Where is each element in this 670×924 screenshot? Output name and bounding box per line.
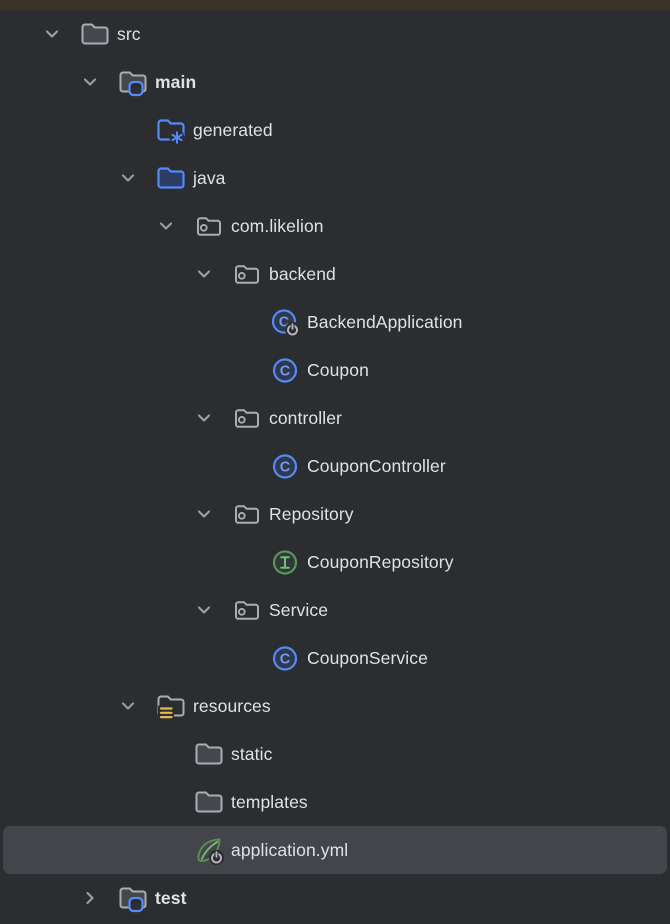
class-icon: C — [270, 355, 300, 385]
tree-item-test[interactable]: test — [3, 874, 667, 922]
tree-item-backend[interactable]: backend — [3, 250, 667, 298]
tree-item-label: CouponRepository — [307, 551, 454, 572]
tree-item-src[interactable]: src — [3, 10, 667, 58]
class-icon: C — [270, 643, 300, 673]
package-icon — [232, 499, 262, 529]
chevron-right-icon[interactable] — [80, 886, 118, 910]
chevron-spacer — [156, 742, 194, 766]
tree-item-service[interactable]: Service — [3, 586, 667, 634]
svg-text:C: C — [280, 652, 291, 668]
chevron-spacer — [232, 310, 270, 334]
tree-item-generated[interactable]: generated — [3, 106, 667, 154]
tree-item-label: com.likelion — [231, 215, 324, 236]
folder-icon — [194, 739, 224, 769]
tree-item-main[interactable]: main — [3, 58, 667, 106]
tree-item-label: test — [155, 887, 187, 908]
tree-item-com-likelion[interactable]: com.likelion — [3, 202, 667, 250]
chevron-down-icon[interactable] — [194, 502, 232, 526]
tree-item-coupon[interactable]: C Coupon — [3, 346, 667, 394]
tree-item-label: Service — [269, 599, 329, 620]
tree-item-label: Coupon — [307, 359, 369, 380]
chevron-down-icon[interactable] — [156, 214, 194, 238]
chevron-down-icon[interactable] — [194, 406, 232, 430]
interface-icon — [270, 547, 300, 577]
tree-item-controller[interactable]: controller — [3, 394, 667, 442]
chevron-spacer — [232, 646, 270, 670]
tree-item-couponservice[interactable]: C CouponService — [3, 634, 667, 682]
chevron-down-icon[interactable] — [42, 22, 80, 46]
package-icon — [194, 211, 224, 241]
generated-folder-icon — [156, 115, 186, 145]
tree-item-static[interactable]: static — [3, 730, 667, 778]
chevron-down-icon[interactable] — [118, 166, 156, 190]
spring-config-icon — [194, 835, 224, 865]
tree-item-label: Repository — [269, 503, 354, 524]
svg-text:C: C — [279, 315, 290, 331]
folder-icon — [80, 19, 110, 49]
class-run-icon: C — [270, 307, 300, 337]
chevron-spacer — [156, 838, 194, 862]
tree-item-label: application.yml — [231, 839, 349, 860]
tree-item-label: backend — [269, 263, 336, 284]
tree-item-label: templates — [231, 791, 308, 812]
chevron-spacer — [232, 358, 270, 382]
chevron-down-icon[interactable] — [118, 694, 156, 718]
chevron-down-icon[interactable] — [194, 598, 232, 622]
tree-item-label: controller — [269, 407, 342, 428]
tree-item-repository[interactable]: Repository — [3, 490, 667, 538]
chevron-spacer — [156, 790, 194, 814]
tree-item-label: CouponController — [307, 455, 446, 476]
chevron-down-icon[interactable] — [80, 70, 118, 94]
folder-icon — [194, 787, 224, 817]
tree-item-label: generated — [193, 119, 273, 140]
tree-item-backendapplication[interactable]: C BackendApplication — [3, 298, 667, 346]
tree-item-label: CouponService — [307, 647, 428, 668]
package-icon — [232, 595, 262, 625]
tree-item-templates[interactable]: templates — [3, 778, 667, 826]
tree-item-couponcontroller[interactable]: C CouponController — [3, 442, 667, 490]
chevron-spacer — [232, 550, 270, 574]
tree-item-label: BackendApplication — [307, 311, 463, 332]
tree-item-couponrepository[interactable]: CouponRepository — [3, 538, 667, 586]
package-icon — [232, 259, 262, 289]
chevron-down-icon[interactable] — [194, 262, 232, 286]
package-icon — [232, 403, 262, 433]
tree-item-label: src — [117, 23, 141, 44]
svg-text:C: C — [280, 460, 291, 476]
chevron-spacer — [118, 118, 156, 142]
sources-root-folder-icon — [118, 67, 148, 97]
tree-item-application-yml[interactable]: application.yml — [3, 826, 667, 874]
sources-root-folder-icon — [118, 883, 148, 913]
tree-item-label: static — [231, 743, 273, 764]
svg-text:C: C — [280, 364, 291, 380]
java-folder-icon — [156, 163, 186, 193]
resources-folder-icon — [156, 691, 186, 721]
tree-item-java[interactable]: java — [3, 154, 667, 202]
tree-item-label: main — [155, 71, 197, 92]
class-icon: C — [270, 451, 300, 481]
tree-item-label: resources — [193, 695, 271, 716]
tree-item-resources[interactable]: resources — [3, 682, 667, 730]
tree-item-label: java — [193, 167, 226, 188]
window-top-strip — [0, 0, 670, 10]
chevron-spacer — [232, 454, 270, 478]
